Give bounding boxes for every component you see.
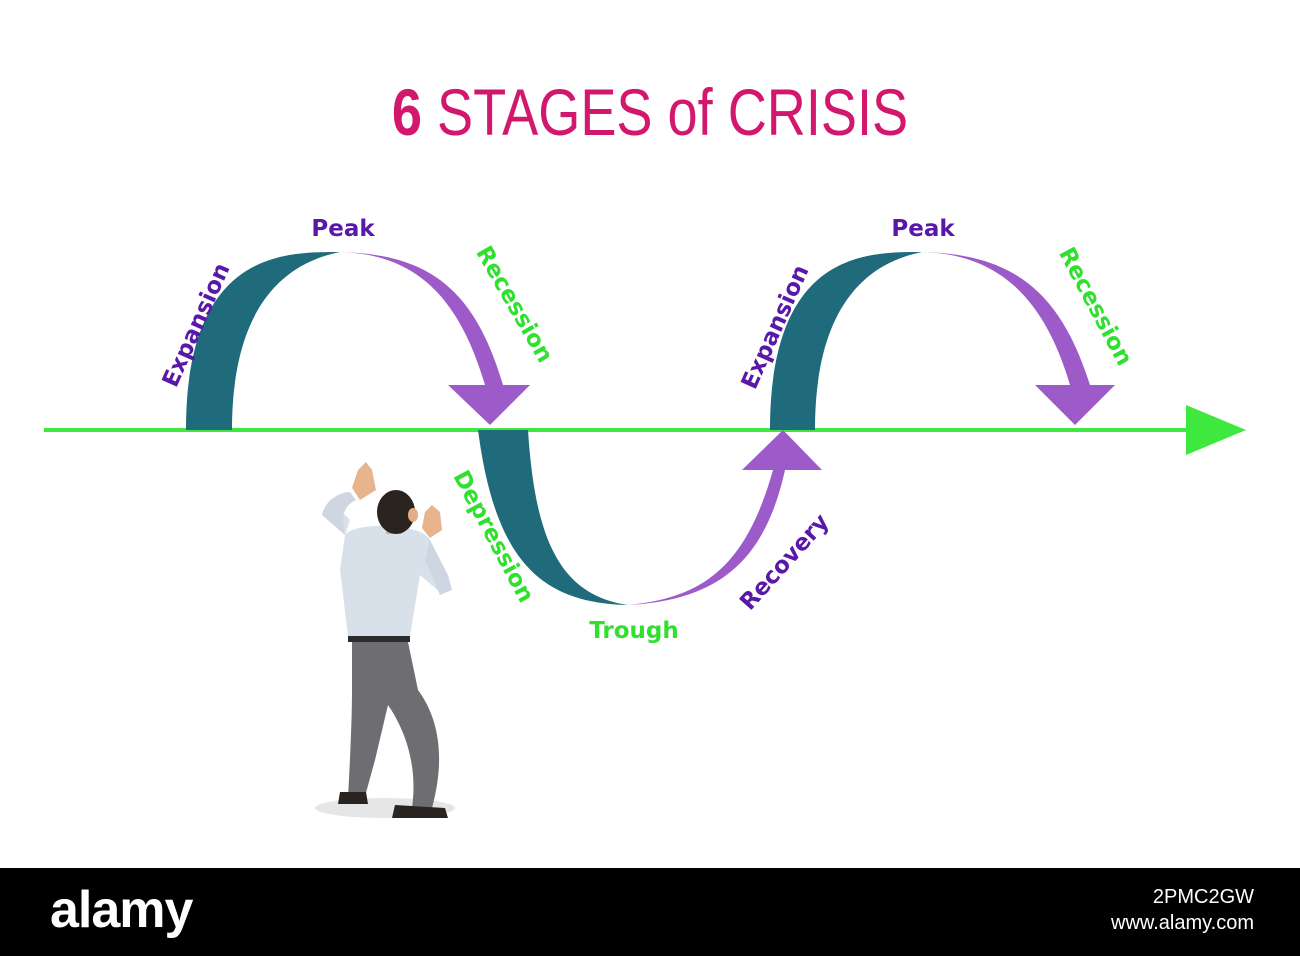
label-trough: Trough	[589, 618, 679, 644]
footer-bar: alamy 2PMC2GW www.alamy.com	[0, 868, 1300, 956]
title-text: STAGES of CRISIS	[436, 75, 909, 149]
business-cycle-diagram: Peak Expansion Recession Depression Trou…	[44, 216, 1246, 818]
alamy-logo: alamy	[50, 881, 193, 939]
diagram-canvas: 6 STAGES of CRISIS Peak Expansion Recess…	[44, 72, 1246, 818]
label-peak-1: Peak	[311, 216, 375, 242]
expansion-band-1	[186, 251, 340, 430]
expansion-band-2	[770, 251, 922, 430]
depression-band	[478, 430, 628, 605]
site-url: www.alamy.com	[1111, 912, 1254, 934]
time-axis-arrow	[44, 405, 1246, 455]
title-number: 6	[391, 75, 422, 149]
recession-arrow-1	[340, 252, 530, 425]
label-peak-2: Peak	[891, 216, 955, 242]
label-recovery: Recovery	[735, 509, 834, 615]
recession-arrow-2	[922, 252, 1115, 425]
recovery-arrow	[628, 430, 822, 605]
image-id-block: 2PMC2GW www.alamy.com	[1111, 884, 1254, 936]
diagram-title: 6 STAGES of CRISIS	[117, 72, 1183, 152]
image-id: 2PMC2GW	[1152, 886, 1254, 908]
businessman-illustration	[315, 462, 455, 818]
